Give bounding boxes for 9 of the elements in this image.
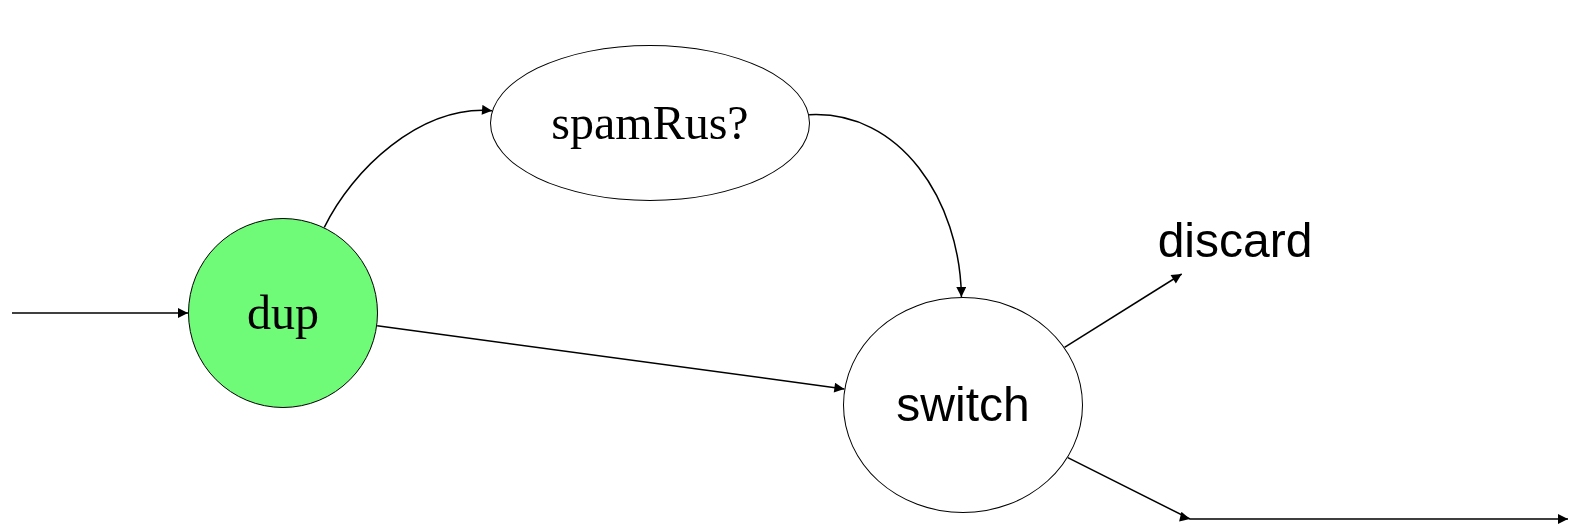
arrow	[376, 325, 846, 393]
arrow	[11, 308, 189, 318]
state-ellipse: spamRus?	[490, 45, 810, 201]
output-label: discard	[1128, 208, 1342, 274]
arrow	[1067, 456, 1569, 524]
arrow	[808, 114, 966, 298]
state-ellipse: switch	[843, 297, 1083, 513]
state-circle: dup	[188, 218, 378, 408]
arrow	[323, 105, 493, 229]
